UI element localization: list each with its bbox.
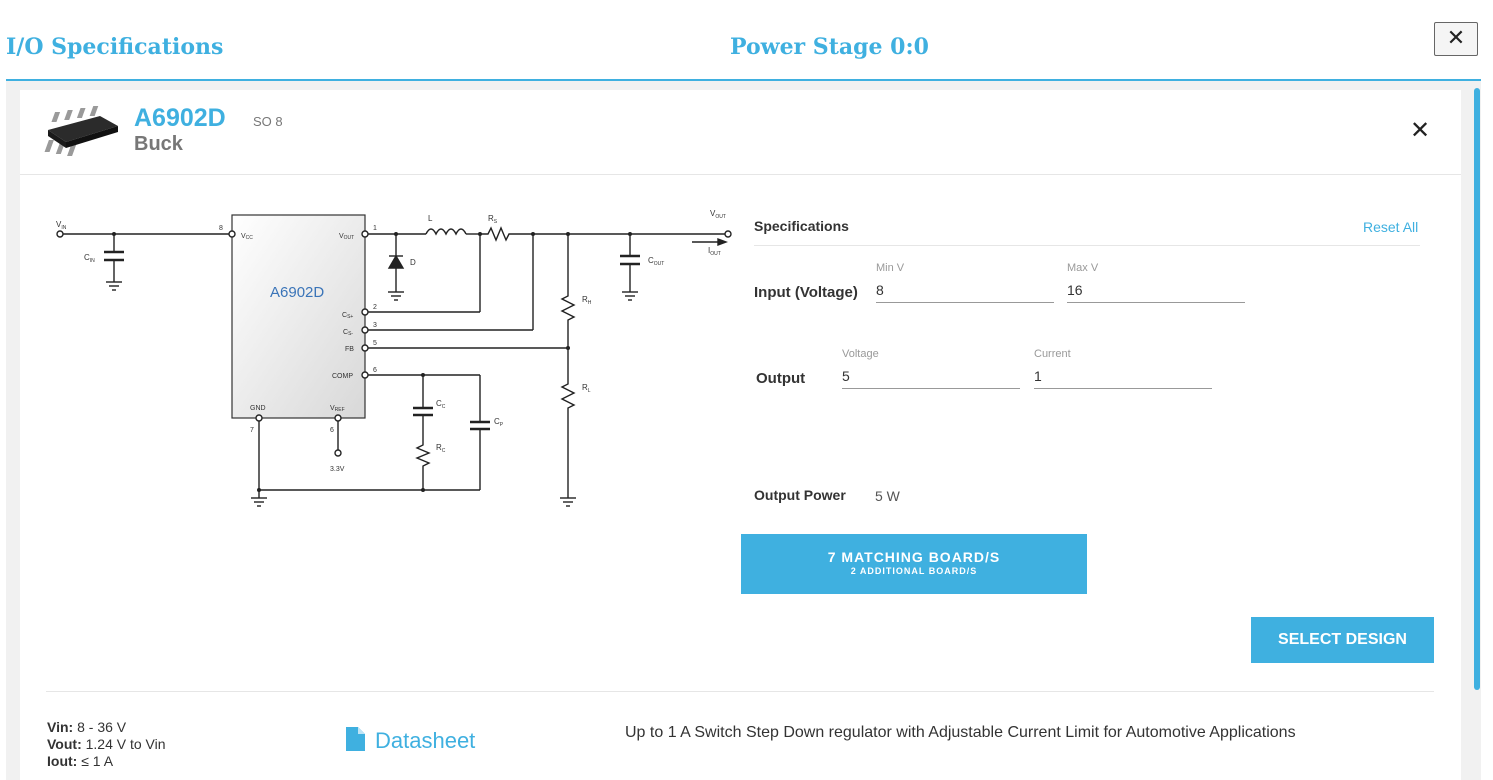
summary-iout: Iout: ≤ 1 A — [47, 753, 114, 769]
output-voltage-label: Voltage — [842, 348, 879, 360]
summary-vin: Vin: 8 - 36 V — [47, 719, 127, 735]
close-card-icon[interactable]: ✕ — [1409, 116, 1431, 144]
output-power-label: Output Power — [754, 487, 846, 503]
reset-all-link[interactable]: Reset All — [1363, 219, 1419, 235]
svg-text:6: 6 — [373, 367, 377, 374]
io-specifications-title[interactable]: I/O Specifications — [6, 34, 224, 60]
svg-text:VCC: VCC — [241, 233, 253, 241]
svg-text:CC: CC — [436, 399, 446, 410]
svg-text:GND: GND — [250, 405, 266, 412]
svg-text:VIN: VIN — [56, 220, 67, 231]
summary-vout: Vout: 1.24 V to Vin — [47, 736, 166, 752]
svg-text:CIN: CIN — [84, 253, 95, 264]
svg-text:CS+: CS+ — [342, 312, 353, 320]
output-current-input[interactable] — [1034, 364, 1212, 389]
summary-divider — [46, 691, 1434, 692]
svg-text:2: 2 — [373, 304, 377, 311]
svg-text:1: 1 — [373, 225, 377, 232]
part-card: A6902D Buck SO 8 ✕ — [20, 90, 1461, 780]
part-card-header: A6902D Buck SO 8 ✕ — [20, 90, 1461, 175]
svg-text:VOUT: VOUT — [339, 233, 354, 241]
power-stage-title[interactable]: Power Stage 0:0 — [730, 34, 929, 60]
svg-text:COUT: COUT — [648, 256, 664, 267]
svg-text:RH: RH — [582, 295, 592, 306]
part-name: A6902D — [134, 104, 226, 132]
input-voltage-label: Input (Voltage) — [754, 284, 858, 301]
max-v-input[interactable] — [1067, 278, 1245, 303]
datasheet-label: Datasheet — [375, 728, 476, 753]
svg-text:RS: RS — [488, 214, 498, 225]
svg-text:CP: CP — [494, 417, 504, 428]
svg-text:D: D — [410, 258, 416, 267]
svg-text:3: 3 — [373, 322, 377, 329]
soic-chip-icon — [44, 106, 118, 156]
svg-text:RL: RL — [582, 383, 591, 394]
output-label: Output — [756, 370, 806, 387]
close-dialog-button[interactable]: ✕ — [1434, 22, 1478, 56]
svg-text:RC: RC — [436, 443, 446, 454]
select-design-button[interactable]: SELECT DESIGN — [1251, 617, 1434, 663]
scrollbar[interactable] — [1474, 88, 1480, 690]
circuit-schematic: A6902D VIN CIN 8 VCC VOUT 1 CS+ 2 CS- 3 … — [56, 209, 732, 507]
max-v-label: Max V — [1067, 262, 1099, 274]
part-package: SO 8 — [253, 114, 283, 129]
output-power-value: 5 W — [875, 488, 900, 504]
specifications-divider — [754, 245, 1420, 246]
matching-boards-count: 7 MATCHING BOARD/S — [827, 549, 1001, 565]
min-v-input[interactable] — [876, 278, 1054, 303]
svg-text:5: 5 — [373, 340, 377, 347]
svg-text:COMP: COMP — [332, 373, 353, 380]
svg-text:7: 7 — [250, 427, 254, 434]
svg-text:VREF: VREF — [330, 405, 345, 413]
svg-text:3.3V: 3.3V — [330, 466, 345, 473]
svg-text:VOUT: VOUT — [710, 209, 726, 220]
top-bar: I/O Specifications Power Stage 0:0 ✕ — [0, 0, 1493, 80]
svg-text:8: 8 — [219, 225, 223, 232]
svg-text:6: 6 — [330, 427, 334, 434]
header-divider — [6, 79, 1481, 81]
min-v-label: Min V — [876, 262, 905, 274]
specifications-title: Specifications — [754, 218, 849, 234]
document-icon — [346, 727, 365, 751]
svg-text:L: L — [428, 214, 433, 223]
ic-label: A6902D — [270, 284, 324, 301]
svg-text:IOUT: IOUT — [708, 246, 721, 257]
svg-text:FB: FB — [345, 346, 354, 353]
part-description: Up to 1 A Switch Step Down regulator wit… — [625, 724, 1296, 741]
datasheet-link[interactable]: Datasheet — [346, 727, 475, 754]
svg-text:CS-: CS- — [343, 329, 353, 337]
output-voltage-input[interactable] — [842, 364, 1020, 389]
part-topology: Buck — [134, 133, 183, 155]
output-current-label: Current — [1034, 348, 1071, 360]
matching-boards-button[interactable]: 7 MATCHING BOARD/S 2 ADDITIONAL BOARD/S — [741, 534, 1087, 594]
additional-boards-count: 2 ADDITIONAL BOARD/S — [850, 566, 978, 576]
